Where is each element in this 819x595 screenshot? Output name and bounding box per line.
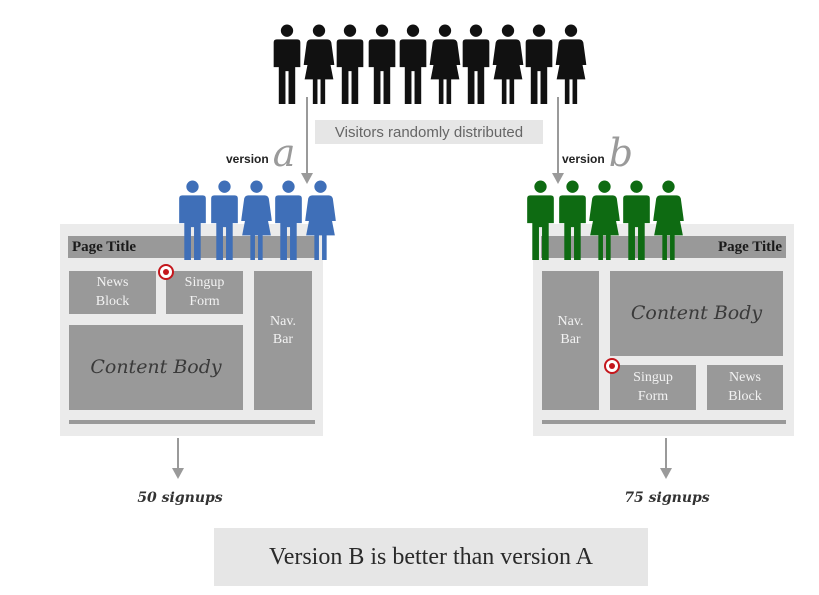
conclusion-banner: Version B is better than version A [214, 528, 648, 586]
group-a-male-person-icon [272, 180, 305, 260]
page-b-footer-bar [542, 420, 786, 424]
group-b-female-person-icon [652, 180, 685, 260]
page-b-content-body: Content Body [610, 271, 783, 356]
page-a-title: Page Title [72, 238, 137, 255]
version-a-label: version a [226, 134, 295, 172]
version-b-word: version [562, 152, 605, 166]
group-a-male-person-icon [208, 180, 241, 260]
version-a-result: 50 signups [137, 490, 223, 506]
group-b-male-person-icon [620, 180, 653, 260]
group-b-female-person-icon [588, 180, 621, 260]
page-b-title: Page Title [717, 238, 782, 255]
version-a-word: version [226, 152, 269, 166]
version-b-letter: b [608, 131, 634, 175]
version-b-result: 75 signups [624, 490, 710, 506]
group-b-male-person-icon [556, 180, 589, 260]
page-a-nav-bar: Nav. Bar [254, 271, 312, 410]
page-a-news-block: News Block [69, 271, 156, 314]
page-b-signup-target-icon [604, 358, 620, 374]
page-a-footer-bar [69, 420, 315, 424]
version-b-label: version b [562, 134, 633, 172]
version-a-letter: a [272, 131, 296, 175]
group-b-male-person-icon [524, 180, 557, 260]
group-a-female-person-icon [304, 180, 337, 260]
visitors-randomly-distributed-label: Visitors randomly distributed [315, 120, 543, 144]
page-b-nav-bar: Nav. Bar [542, 271, 599, 410]
page-a-signup-form: Singup Form [166, 271, 243, 314]
page-b-signup-form: Singup Form [610, 365, 696, 410]
group-a-male-person-icon [176, 180, 209, 260]
page-a-signup-target-icon [158, 264, 174, 280]
group-a-female-person-icon [240, 180, 273, 260]
page-b-news-block: News Block [707, 365, 783, 410]
page-a-content-body: Content Body [69, 325, 243, 410]
